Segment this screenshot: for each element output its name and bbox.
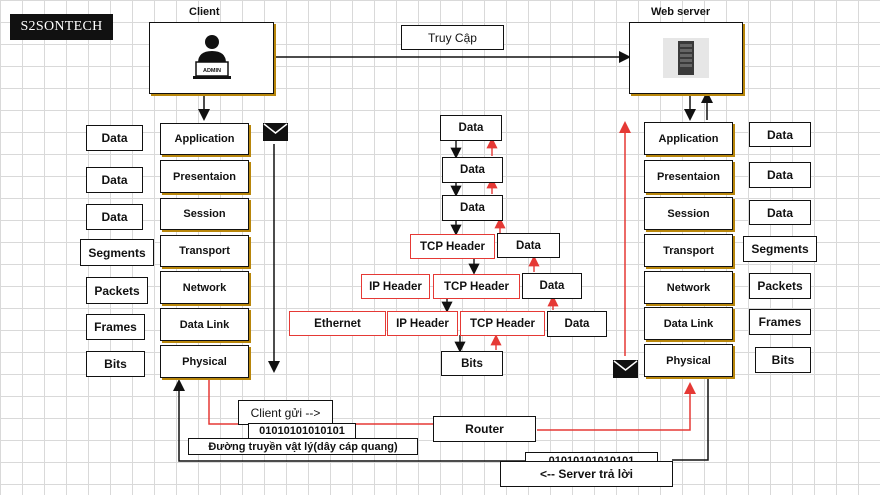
encap-ip-header: IP Header [387, 311, 458, 336]
encap-bits: Bits [441, 351, 503, 376]
server-pdu-frames: Frames [749, 309, 811, 335]
encap-tcp-header: TCP Header [410, 234, 495, 259]
server-layer-physical: Physical [644, 344, 733, 377]
server-label: Web server [651, 6, 711, 18]
server-layer-session: Session [644, 197, 733, 230]
server-icon [663, 38, 709, 78]
server-pdu-bits: Bits [755, 347, 811, 373]
client-pdu-packets: Packets [86, 277, 148, 304]
client-pdu-data: Data [86, 125, 143, 151]
envelope-icon [263, 123, 288, 141]
access-label: Truy Cập [401, 25, 504, 50]
client-pdu-frames: Frames [86, 314, 145, 340]
client-layer-application: Application [160, 123, 249, 155]
server-layer-application: Application [644, 122, 733, 155]
client-pdu-bits: Bits [86, 351, 145, 377]
client-pdu-segments: Segments [80, 239, 154, 266]
admin-text: ADMIN [202, 68, 220, 74]
client-send-label: Client gửi --> [238, 400, 333, 425]
admin-user-icon: ADMIN [192, 35, 231, 79]
server-layer-network: Network [644, 271, 733, 304]
server-layer-presentation: Presentaion [644, 160, 733, 193]
client-pdu-data: Data [86, 167, 143, 193]
server-pdu-data: Data [749, 200, 811, 225]
server-pdu-packets: Packets [749, 273, 811, 299]
encap-data: Data [440, 115, 502, 141]
client-layer-transport: Transport [160, 235, 249, 267]
client-pdu-data: Data [86, 204, 143, 230]
encap-data: Data [442, 195, 503, 221]
encap-tcp-header: TCP Header [460, 311, 545, 336]
web-server [629, 22, 743, 94]
encap-data: Data [442, 157, 503, 183]
server-pdu-data: Data [749, 162, 811, 188]
envelope-icon [613, 360, 638, 378]
client-layer-network: Network [160, 271, 249, 304]
client-label: Client [189, 6, 220, 18]
client-computer: ADMIN [149, 22, 274, 94]
encap-data: Data [497, 233, 560, 258]
physical-medium-label: Đường truyền vật lý(dây cáp quang) [188, 438, 418, 455]
server-pdu-data: Data [749, 122, 811, 147]
server-layer-data-link: Data Link [644, 307, 733, 340]
client-layer-session: Session [160, 198, 249, 230]
encap-data: Data [547, 311, 607, 337]
client-layer-physical: Physical [160, 345, 249, 378]
client-bits: 01010101010101 [248, 423, 356, 439]
server-layer-transport: Transport [644, 234, 733, 267]
server-reply-label: <-- Server trả lời [500, 461, 673, 487]
brand-logo: S2SONTECH [10, 14, 113, 40]
client-layer-presentation: Presentaion [160, 160, 249, 193]
server-pdu-segments: Segments [743, 236, 817, 262]
encap-data: Data [522, 273, 582, 299]
encap-ip-header: IP Header [361, 274, 430, 299]
router: Router [433, 416, 536, 442]
encap-ethernet: Ethernet [289, 311, 386, 336]
client-layer-data-link: Data Link [160, 308, 249, 341]
encap-tcp-header: TCP Header [433, 274, 520, 299]
